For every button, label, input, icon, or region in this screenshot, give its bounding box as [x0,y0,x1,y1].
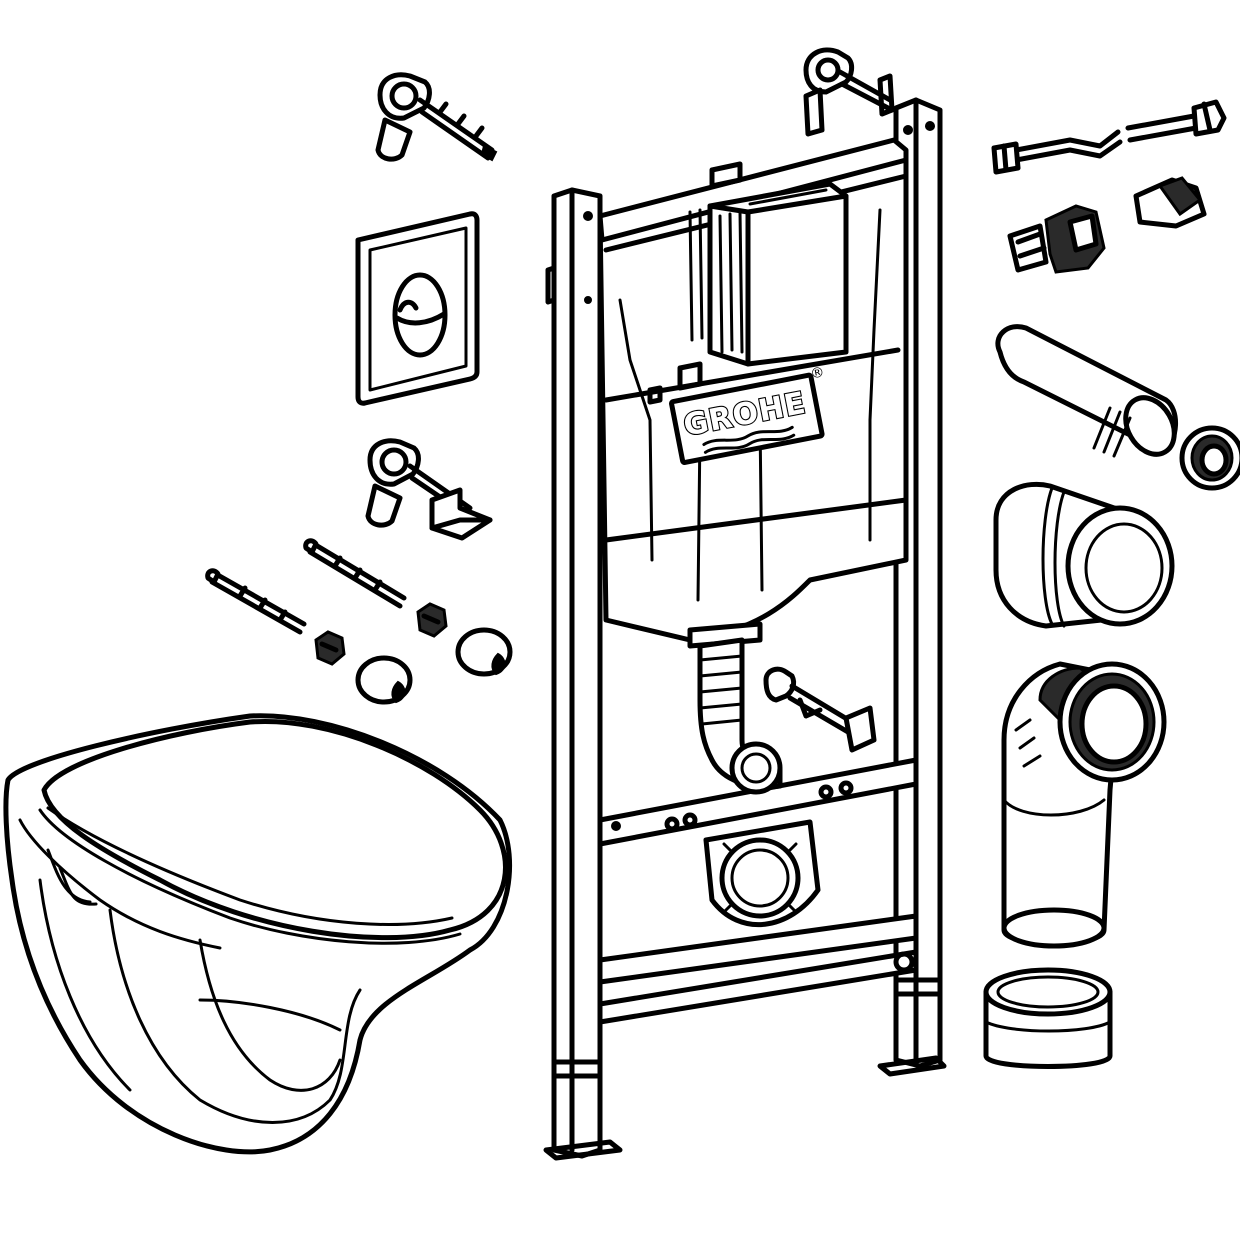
flush-pipe [995,324,1240,491]
installation-frame [543,47,947,1161]
wall-bracket-top [375,72,498,162]
concealed-cistern: GROHE ® [597,137,909,795]
straight-connector [993,481,1175,629]
registered-mark: ® [809,364,826,382]
wall-hung-toilet-bowl [3,713,513,1155]
end-cap [983,967,1113,1069]
water-supply-hose [991,99,1227,175]
wall-bracket-middle [365,438,493,541]
drain-bend [1001,661,1167,949]
grohe-logo: GROHE ® [669,364,826,465]
bowl-fixing-kit [205,538,513,705]
flush-plate [355,211,480,406]
connection-fittings [1007,176,1207,274]
